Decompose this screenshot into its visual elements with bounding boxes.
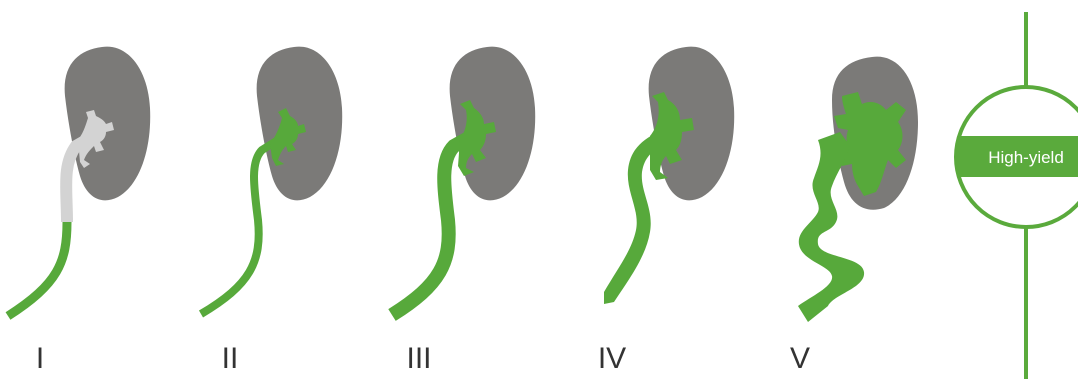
badge-label: High-yield — [988, 148, 1064, 167]
grade-2-label: II — [222, 342, 239, 375]
grade-3-illustration — [392, 47, 535, 315]
grade-1-ureter-refluxed — [8, 222, 67, 316]
grade-2-ureter — [201, 140, 278, 314]
grade-2-illustration — [201, 47, 342, 314]
grade-4-label: IV — [598, 342, 626, 375]
grade-5-label: V — [790, 342, 810, 375]
grade-4-illustration — [604, 47, 734, 304]
grade-1-illustration — [8, 47, 150, 316]
grade-2-kidney — [257, 47, 343, 201]
grade-1-label: I — [36, 342, 44, 375]
high-yield-badge: High-yield — [956, 12, 1078, 379]
grade-5-illustration — [798, 57, 918, 322]
grade-3-label: III — [406, 342, 431, 375]
grade-1-kidney — [65, 47, 151, 201]
